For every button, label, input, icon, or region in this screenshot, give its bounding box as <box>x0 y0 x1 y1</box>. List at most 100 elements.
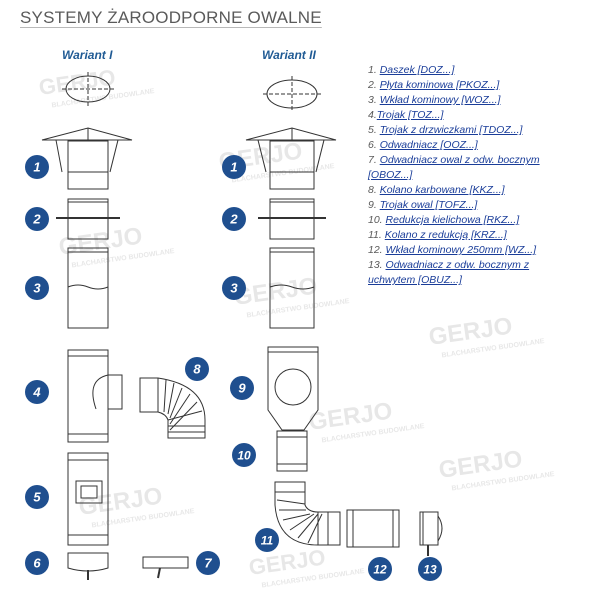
legend-link[interactable]: Odwadniacz z odw. bocznym z uchwytem [OB… <box>368 259 530 286</box>
legend-number: 12. <box>368 244 383 256</box>
watermark: GERJO BLACHARSTWO BUDOWLANE <box>307 398 425 445</box>
elbow-with-reducer-part <box>274 481 341 546</box>
svg-text:1: 1 <box>33 160 40 175</box>
svg-text:2: 2 <box>32 212 41 227</box>
watermark: GERJO BLACHARSTWO BUDOWLANE <box>232 273 350 320</box>
liner-part <box>67 247 109 329</box>
parts-legend: 1. Daszek [DOZ...] 2. Płyta kominowa [PK… <box>368 63 578 288</box>
svg-text:8: 8 <box>193 362 201 377</box>
legend-item: 9. Trojak owal [TOFZ...] <box>368 198 578 213</box>
oval-cross-section <box>263 76 321 112</box>
watermark: GERJO BLACHARSTWO BUDOWLANE <box>37 64 155 109</box>
svg-text:9: 9 <box>238 381 246 396</box>
legend-item: 2. Płyta kominowa [PKOZ...] <box>368 78 578 93</box>
svg-text:5: 5 <box>33 490 41 505</box>
legend-item: 10. Redukcja kielichowa [RKZ...] <box>368 213 578 228</box>
chimney-plate-part <box>56 198 120 240</box>
watermark: GERJO BLACHARSTWO BUDOWLANE <box>427 313 545 360</box>
svg-text:2: 2 <box>229 212 238 227</box>
badge: 4 <box>25 380 49 404</box>
legend-item: 7. Odwadniacz owal z odw. bocznym [OBOZ.… <box>368 153 578 183</box>
badge: 3 <box>25 276 49 300</box>
legend-link[interactable]: Redukcja kielichowa [RKZ...] <box>385 214 520 226</box>
badge: 6 <box>25 551 49 575</box>
legend-item: 4.Trojak [TOZ...] <box>368 108 578 123</box>
liner-part <box>269 247 315 329</box>
legend-item: 12. Wkład kominowy 250mm [WZ...] <box>368 243 578 258</box>
legend-number: 11. <box>368 229 382 241</box>
legend-number: 9. <box>368 199 377 211</box>
watermark: GERJO BLACHARSTWO BUDOWLANE <box>57 223 175 270</box>
legend-item: 6. Odwadniacz [OOZ...] <box>368 138 578 153</box>
variant-2-parts <box>245 76 443 556</box>
svg-text:3: 3 <box>33 281 41 296</box>
legend-number: 8. <box>368 184 377 196</box>
drain-part <box>67 552 109 580</box>
variant-1-label: Wariant I <box>62 48 113 62</box>
legend-link[interactable]: Odwadniacz [OOZ...] <box>379 139 478 151</box>
badge: 8 <box>185 357 209 381</box>
legend-link[interactable]: Trojak owal [TOFZ...] <box>379 199 478 211</box>
badge: 1 <box>25 155 49 179</box>
badge: 12 <box>368 557 392 581</box>
badge: 7 <box>196 551 220 575</box>
badge: 13 <box>418 557 442 581</box>
badge: 2 <box>222 207 246 231</box>
liner-250-part <box>346 509 400 548</box>
corrugated-elbow-part <box>139 377 206 439</box>
watermark: GERJO BLACHARSTWO BUDOWLANE <box>437 446 555 493</box>
legend-item: 11. Kolano z redukcją [KRZ...] <box>368 228 578 243</box>
badge: 11 <box>255 528 279 552</box>
svg-text:10: 10 <box>237 449 251 463</box>
tee-with-door-part <box>67 452 109 546</box>
legend-link[interactable]: Daszek [DOZ...] <box>379 64 455 76</box>
badges: 1 2 3 4 5 6 8 7 1 2 3 9 10 11 12 13 <box>25 155 442 581</box>
legend-item: 13. Odwadniacz z odw. bocznym z uchwytem… <box>368 258 578 288</box>
page-title: SYSTEMY ŻAROODPORNE OWALNE <box>20 8 322 27</box>
badge: 10 <box>232 443 256 467</box>
legend-link[interactable]: Wkład kominowy [WOZ...] <box>379 94 501 106</box>
cap-part <box>41 127 133 190</box>
legend-number: 10. <box>368 214 383 226</box>
legend-link[interactable]: Odwadniacz owal z odw. bocznym [OBOZ...] <box>368 154 540 181</box>
legend-link[interactable]: Płyta kominowa [PKOZ...] <box>379 79 500 91</box>
badge: 1 <box>222 155 246 179</box>
svg-text:13: 13 <box>423 563 437 577</box>
legend-number: 4. <box>368 109 377 121</box>
legend-number: 2. <box>368 79 377 91</box>
variant-2-label: Wariant II <box>262 48 316 62</box>
legend-link[interactable]: Kolano karbowane [KKZ...] <box>379 184 505 196</box>
legend-link[interactable]: Kolano z redukcją [KRZ...] <box>384 229 507 241</box>
side-drain-part <box>142 556 189 579</box>
variant-1-parts <box>41 72 206 580</box>
legend-number: 7. <box>368 154 377 166</box>
oval-tee-part <box>267 346 319 431</box>
svg-text:3: 3 <box>230 281 238 296</box>
legend-link[interactable]: Trojak [TOZ...] <box>376 109 444 121</box>
svg-text:7: 7 <box>204 556 212 571</box>
legend-item: 3. Wkład kominowy [WOZ...] <box>368 93 578 108</box>
badge: 9 <box>230 376 254 400</box>
legend-number: 5. <box>368 124 377 136</box>
legend-link[interactable]: Trojak z drzwiczkami [TDOZ...] <box>379 124 523 136</box>
legend-number: 6. <box>368 139 377 151</box>
legend-number: 13. <box>368 259 383 271</box>
reducer-part <box>276 430 308 472</box>
legend-item: 1. Daszek [DOZ...] <box>368 63 578 78</box>
oval-cross-section <box>62 72 114 106</box>
badge: 3 <box>222 276 246 300</box>
badge: 2 <box>25 207 49 231</box>
svg-text:11: 11 <box>261 534 274 548</box>
svg-text:1: 1 <box>230 160 237 175</box>
chimney-plate-part <box>258 198 326 240</box>
drain-with-holder-part <box>419 511 443 556</box>
svg-text:4: 4 <box>32 385 41 400</box>
tee-part <box>67 349 123 443</box>
legend-item: 8. Kolano karbowane [KKZ...] <box>368 183 578 198</box>
legend-number: 1. <box>368 64 377 76</box>
svg-text:12: 12 <box>373 563 387 577</box>
badge: 5 <box>25 485 49 509</box>
legend-link[interactable]: Wkład kominowy 250mm [WZ...] <box>385 244 537 256</box>
legend-number: 3. <box>368 94 377 106</box>
